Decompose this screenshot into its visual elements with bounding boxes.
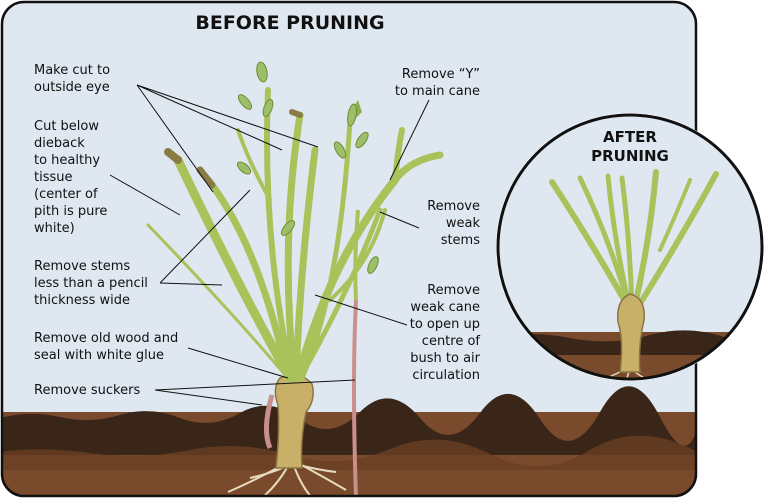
label-remove-weak-stems: Remove weak stems (427, 199, 480, 248)
after-title: AFTER PRUNING (591, 128, 669, 165)
sucker-left (264, 394, 275, 450)
sucker-right (352, 299, 358, 496)
label-remove-weak-cane: Remove weak cane to open up centre of bu… (409, 283, 480, 383)
leader-lines (109, 84, 430, 406)
canes (146, 87, 444, 383)
label-remove-thin-stems: Remove stems less than a pencil thicknes… (34, 259, 148, 308)
label-remove-old-wood: Remove old wood and seal with white glue (34, 331, 179, 363)
label-cut-below-dieback: Cut below dieback to healthy tissue (cen… (34, 119, 108, 236)
before-title: BEFORE PRUNING (195, 12, 385, 34)
after-frame (496, 113, 764, 381)
label-remove-y: Remove “Y” to main cane (394, 67, 480, 99)
label-cut-outside-eye: Make cut to outside eye (34, 63, 111, 95)
after-panel (498, 115, 762, 379)
label-remove-suckers: Remove suckers (34, 383, 141, 398)
leaves (236, 61, 379, 274)
soil-top (2, 386, 696, 455)
